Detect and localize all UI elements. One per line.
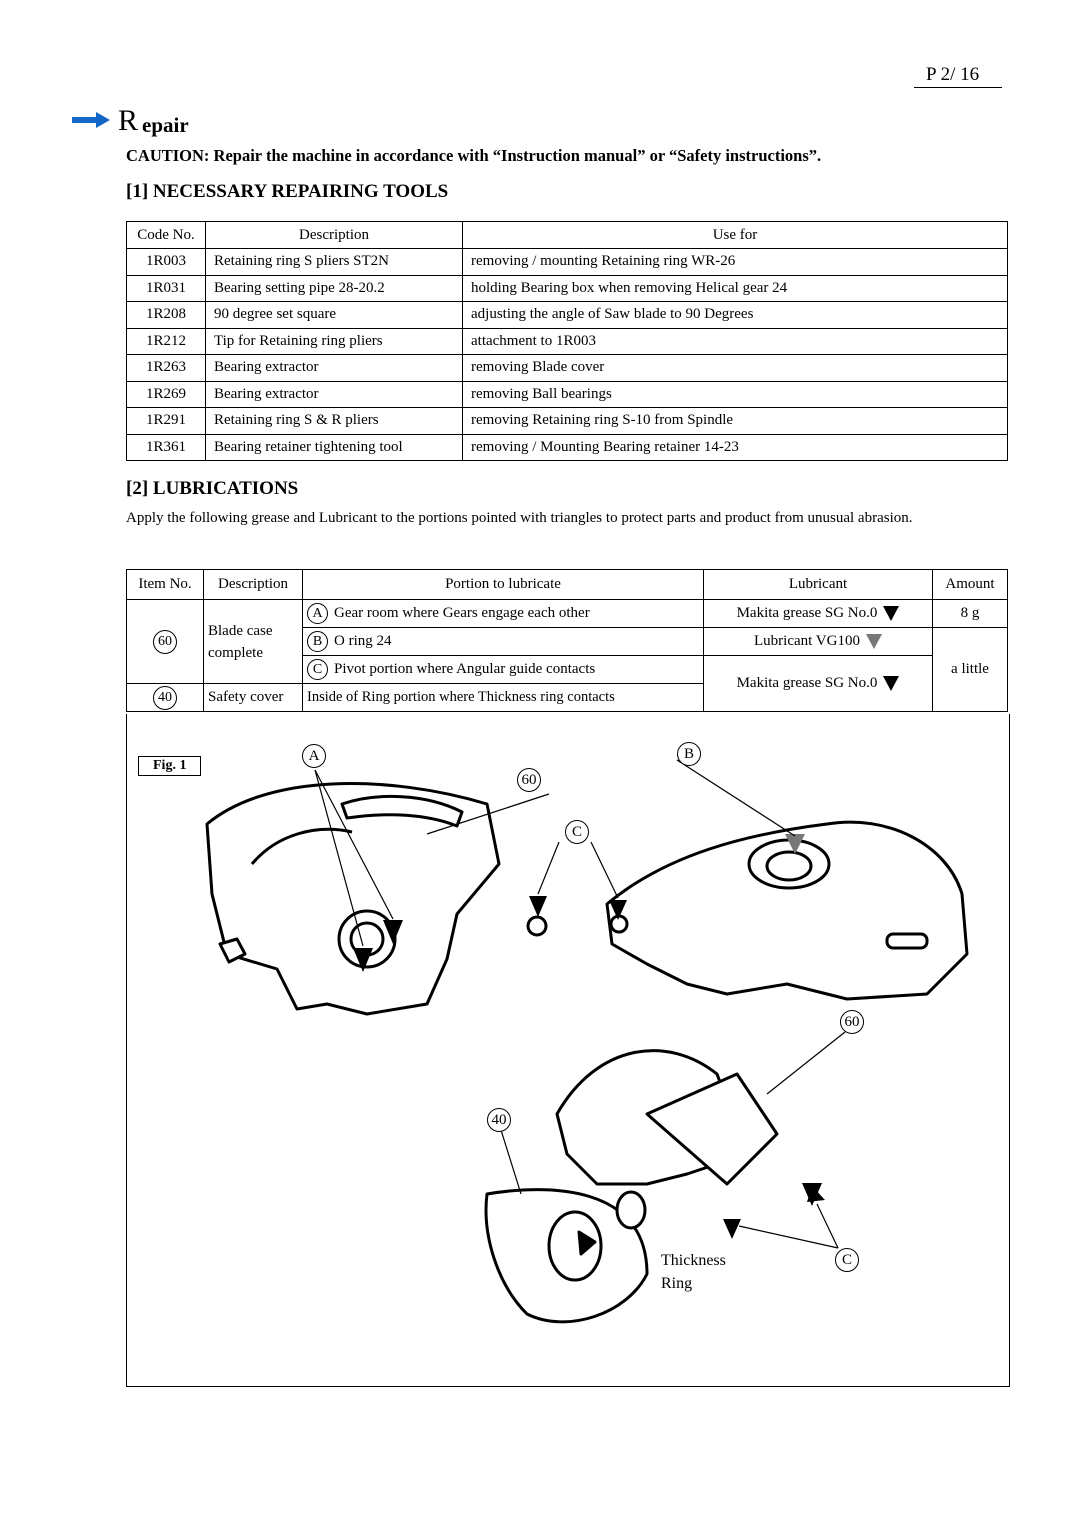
caution-note: CAUTION: Repair the machine in accordanc… <box>126 146 822 165</box>
header-description: Description <box>205 221 463 249</box>
portion-mark: C <box>307 659 328 680</box>
description-cell: Blade case complete <box>203 599 303 684</box>
portion-mark: B <box>307 631 328 652</box>
header-item-no: Item No. <box>126 569 204 600</box>
amount-cell: 8 g <box>932 599 1008 628</box>
table-row: 40 Safety cover Inside of Ring portion w… <box>126 683 1008 712</box>
description-cell: 90 degree set square <box>205 301 463 328</box>
code-cell: 1R212 <box>126 327 206 355</box>
page-number-underline <box>914 87 1002 88</box>
description-cell: Bearing setting pipe 28-20.2 <box>205 274 463 302</box>
use-cell: removing / Mounting Bearing retainer 14-… <box>462 433 1008 461</box>
use-cell: adjusting the angle of Saw blade to 90 D… <box>462 301 1008 328</box>
description-cell: Safety cover <box>203 683 303 712</box>
lubricant-cell: Lubricant VG100 <box>703 627 933 656</box>
figure-label: Fig. 1 <box>138 756 202 776</box>
code-cell: 1R208 <box>126 301 206 328</box>
description-cell: Retaining ring S & R pliers <box>205 407 463 434</box>
portion-cell: Inside of Ring portion where Thickness r… <box>302 683 704 712</box>
callout-b: B <box>677 742 701 766</box>
lubricant-cell: Makita grease SG No.0 <box>703 599 933 628</box>
table-header-row: Code No. Description Use for <box>126 221 1008 249</box>
use-cell: holding Bearing box when removing Helica… <box>462 274 1008 302</box>
header-description: Description <box>203 569 303 600</box>
lubrications-section-title: [2] LUBRICATIONS <box>126 478 299 499</box>
callout-c-top: C <box>565 820 589 844</box>
heading-rest: epair <box>142 113 189 137</box>
use-cell: removing / mounting Retaining ring WR-26 <box>462 248 1008 275</box>
callout-c-bottom: C <box>835 1248 859 1272</box>
description-cell: Bearing extractor <box>205 380 463 408</box>
triangle-marker-icon <box>883 676 900 692</box>
header-use-for: Use for <box>462 221 1008 249</box>
header-portion: Portion to lubricate <box>302 569 704 600</box>
use-cell: removing Blade cover <box>462 354 1008 381</box>
portion-mark: A <box>307 603 328 624</box>
lubricant-cell: Makita grease SG No.0 <box>703 655 933 712</box>
ring-label: Ring <box>661 1275 693 1292</box>
code-cell: 1R031 <box>126 274 206 302</box>
heading-first-letter: R <box>118 104 139 137</box>
page-number: P 2/ 16 <box>926 64 980 85</box>
triangle-marker-icon <box>883 606 900 622</box>
lubrication-table: Item No. Description Portion to lubricat… <box>126 569 1008 712</box>
code-cell: 1R291 <box>126 407 206 434</box>
tools-section-title: [1] NECESSARY REPAIRING TOOLS <box>126 181 449 202</box>
lubrications-intro: Apply the following grease and Lubricant… <box>126 510 913 526</box>
use-cell: attachment to 1R003 <box>462 327 1008 355</box>
item-no-cell: 60 <box>126 599 204 684</box>
saw-parts-illustration <box>205 759 969 1324</box>
callout-60-top: 60 <box>517 768 541 792</box>
header-lubricant: Lubricant <box>703 569 933 600</box>
code-cell: 1R361 <box>126 433 206 461</box>
amount-cell: a little <box>932 627 1008 712</box>
use-cell: removing Ball bearings <box>462 380 1008 408</box>
code-cell: 1R269 <box>126 380 206 408</box>
description-cell: Bearing extractor <box>205 354 463 381</box>
figure-box: A B 60 C 60 40 C Thickness Ring <box>126 714 1010 1387</box>
code-cell: 1R263 <box>126 354 206 381</box>
triangle-marker-icon <box>865 634 882 650</box>
description-cell: Tip for Retaining ring pliers <box>205 327 463 355</box>
description-cell: Retaining ring S pliers ST2N <box>205 248 463 275</box>
header-code: Code No. <box>126 221 206 249</box>
header-amount: Amount <box>932 569 1008 600</box>
callout-a: A <box>302 744 326 768</box>
code-cell: 1R003 <box>126 248 206 275</box>
description-cell: Bearing retainer tightening tool <box>205 433 463 461</box>
thickness-label: Thickness <box>661 1252 726 1269</box>
item-no-cell: 40 <box>126 683 204 712</box>
callout-60-bottom: 60 <box>840 1010 864 1034</box>
callout-40: 40 <box>487 1108 511 1132</box>
table-header-row: Item No. Description Portion to lubricat… <box>126 569 1008 600</box>
arrow-right-icon <box>72 112 110 128</box>
use-cell: removing Retaining ring S-10 from Spindl… <box>462 407 1008 434</box>
